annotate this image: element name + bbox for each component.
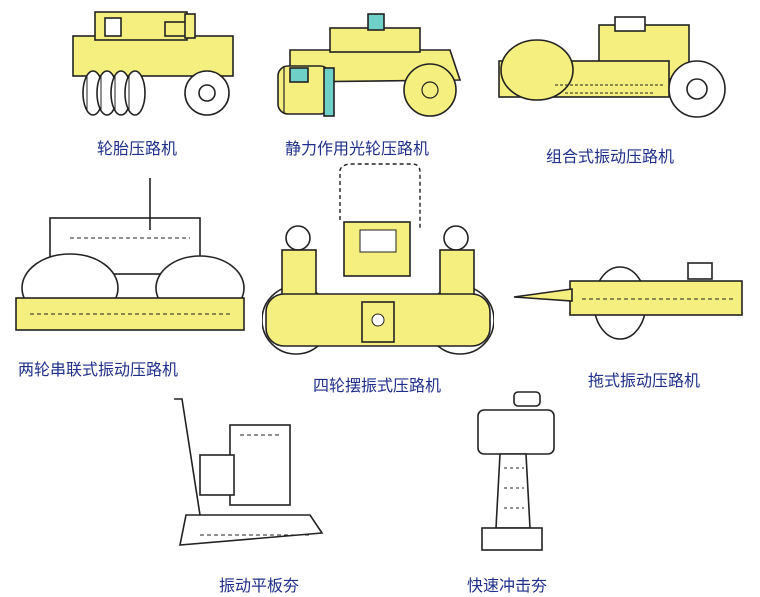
- caption-combined-vibratory-roller: 组合式振动压路机: [546, 147, 675, 166]
- caption-vibrating-plate-compactor: 振动平板夯: [219, 576, 300, 595]
- vibrating-plate-compactor-illustration: [174, 398, 324, 546]
- tandem-vibratory-roller-illustration: [15, 178, 245, 331]
- rapid-impact-rammer-illustration: [477, 391, 555, 551]
- pneumatic-tire-roller-illustration: [72, 11, 234, 116]
- combined-vibratory-roller-illustration: [498, 16, 726, 118]
- caption-pneumatic-tire-roller: 轮胎压路机: [97, 139, 178, 158]
- caption-rapid-impact-rammer: 快速冲击夯: [467, 576, 548, 595]
- caption-static-smooth-roller: 静力作用光轮压路机: [285, 139, 430, 158]
- caption-four-wheel-oscillating-roller: 四轮摆振式压路机: [313, 376, 442, 395]
- four-wheel-oscillating-roller-illustration: [262, 163, 494, 355]
- towed-vibratory-roller-illustration: [513, 262, 743, 340]
- caption-tandem-vibratory-roller: 两轮串联式振动压路机: [18, 360, 179, 379]
- static-smooth-roller-illustration: [277, 13, 462, 117]
- caption-towed-vibratory-roller: 拖式振动压路机: [588, 371, 701, 390]
